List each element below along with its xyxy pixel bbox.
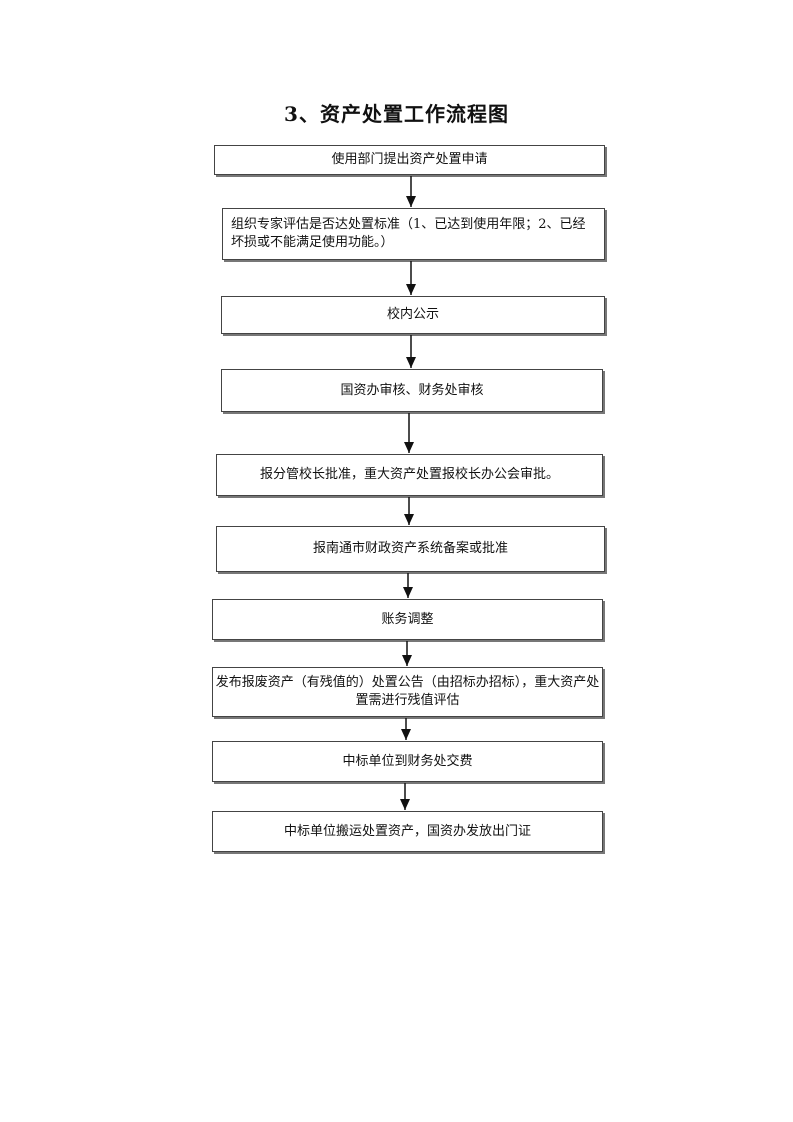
step-3-label: 校内公示 xyxy=(386,307,439,322)
arrowhead-3-4 xyxy=(406,357,416,368)
step-3-box: 校内公示 xyxy=(221,296,605,334)
arrowhead-7-8 xyxy=(402,655,412,666)
step-6-label: 报南通市财政资产系统备案或批准 xyxy=(312,541,508,556)
step-8-label: 发布报废资产（有残值的）处置公告（由招标办招标），重大资产处置需进行残值评估 xyxy=(215,675,600,708)
step-1-box: 使用部门提出资产处置申请 xyxy=(214,145,605,175)
step-7-label: 账务调整 xyxy=(381,611,434,627)
arrowhead-1-2 xyxy=(406,196,416,207)
arrowhead-4-5 xyxy=(404,442,414,453)
step-10-box: 中标单位搬运处置资产，国资办发放出门证 xyxy=(212,811,603,852)
step-4-label: 国资办审核、财务处审核 xyxy=(340,382,484,398)
step-5-label: 报分管校长批准，重大资产处置报校长办公会审批。 xyxy=(259,467,559,482)
step-10-label: 中标单位搬运处置资产，国资办发放出门证 xyxy=(283,823,531,839)
step-2-label: 组织专家评估是否达处置标准（1、已达到使用年限；2、已经坏损或不能满足使用功能。… xyxy=(231,217,586,250)
arrowhead-6-7 xyxy=(403,587,413,598)
arrowhead-5-6 xyxy=(404,514,414,525)
page-title: 3、资产处置工作流程图 xyxy=(284,102,509,126)
step-9-label: 中标单位到财务处交费 xyxy=(342,753,473,769)
step-2-box: 组织专家评估是否达处置标准（1、已达到使用年限；2、已经坏损或不能满足使用功能。… xyxy=(222,208,605,260)
arrowhead-8-9 xyxy=(401,729,411,740)
arrowhead-9-10 xyxy=(400,799,410,810)
step-1-label: 使用部门提出资产处置申请 xyxy=(331,152,488,167)
arrowhead-2-3 xyxy=(406,284,416,295)
step-6-box: 报南通市财政资产系统备案或批准 xyxy=(216,526,605,572)
step-4-box: 国资办审核、财务处审核 xyxy=(221,369,603,412)
step-5-box: 报分管校长批准，重大资产处置报校长办公会审批。 xyxy=(216,454,603,496)
step-9-box: 中标单位到财务处交费 xyxy=(212,741,603,782)
step-7-box: 账务调整 xyxy=(212,599,603,640)
step-8-box: 发布报废资产（有残值的）处置公告（由招标办招标），重大资产处置需进行残值评估 xyxy=(212,667,603,717)
